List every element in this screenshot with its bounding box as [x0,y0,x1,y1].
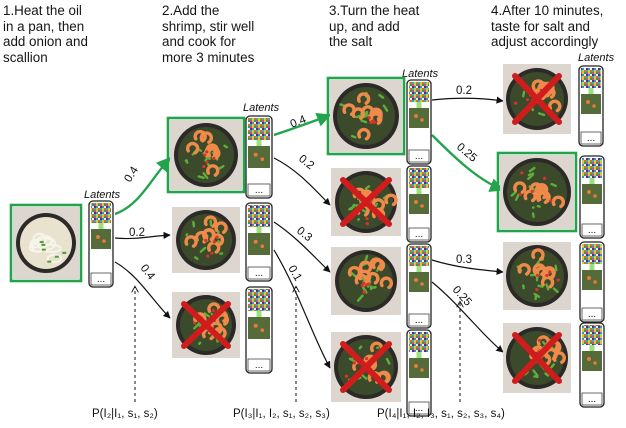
step-4-instruction: 4.After 10 minutes, taste for salt and a… [491,3,603,50]
edge-s3c-s4 [431,259,504,275]
latent-ellipsis: ... [255,360,263,371]
step-1-line: 1.Heat the oil [3,3,82,18]
weight-label: 0.25 [450,284,474,309]
red-x-mark [181,301,231,349]
latent-ellipsis: ... [415,403,423,414]
step-4-line: 4.After 10 minutes, [491,3,604,18]
edge-s3a-reject [431,96,504,104]
dish-image-step4-top [503,64,571,134]
red-x-mark [340,177,392,227]
weight-label: 0.3 [456,254,472,266]
selected-frame [496,151,578,233]
edge-s1-bot [114,261,171,319]
step-3-line: 3.Turn the heat [329,3,420,18]
red-x-mark [340,341,392,393]
edge-s3c-bot [431,281,504,353]
dish-image-step4-good [496,151,578,233]
selected-frame [9,203,83,283]
latent-ellipsis: ... [255,268,263,279]
latent-strip-step3-reject: ... [406,165,432,243]
latent-ellipsis: ... [588,225,596,236]
step-2-line: and cook for [162,34,236,50]
selected-frame [326,76,406,156]
weight-label: 0.4 [138,262,158,282]
probability-arrows [135,287,460,402]
latent-strip-step4-good: ... [579,155,605,239]
latent-ellipsis: ... [415,229,423,240]
weight-label: 0.2 [456,85,472,97]
step-3-instruction: 3.Turn the heat up, and add the salt [329,3,419,50]
edge-s1-top [114,156,171,216]
step-4-line: taste for salt and [491,18,590,34]
dish-image-step3-mid [331,247,401,315]
probability-formula-step2: P(I₂|I₁, s₁, s₂) [92,408,158,420]
latent-ellipsis: ... [415,315,423,326]
step-4-line: adjust accordingly [491,34,599,50]
connector-lines [114,96,505,369]
latent-strip-step2-top: ... [245,115,273,199]
dish-image-step4-mid [503,242,571,310]
step-1-line: add onion and [3,34,88,50]
latents-label-step2: Latents [243,102,280,114]
latent-strip-step1: ... [88,200,114,288]
latent-strip-step3-mid: ... [406,243,432,329]
dish-image-step3-bot [331,332,401,402]
step-2-line: shrimp, stir well [162,18,255,34]
step-1-line: in a pan, then [3,18,85,34]
step-1-instruction: 1.Heat the oil in a pan, then add onion … [3,3,88,65]
probability-formula-step3: P(I₃|I₁, I₂, s₁, s₂, s₃) [233,408,330,420]
edge-s1-mid [114,231,171,240]
latent-ellipsis: ... [587,133,595,144]
latent-ellipsis: ... [415,151,423,162]
latent-ellipsis: ... [255,185,263,196]
step-3-line: up, and add [329,18,400,34]
latent-strip-step2-mid: ... [245,202,273,282]
step-3-line: the salt [329,34,373,50]
red-x-mark [512,73,562,125]
dish-image-step2-top [166,116,246,194]
dish-image-step3-top [326,76,406,156]
step-1-line: scallion [3,49,48,65]
step-2-instruction: 2.Add the shrimp, stir well and cook for… [162,3,254,65]
edge-s2a-top [273,112,332,137]
latent-strip-step4-mid: ... [579,241,605,323]
step-2-line: 2.Add the [162,3,220,18]
latents-label-step4: Latents [578,52,615,64]
latent-strip-step3-bot: ... [406,329,432,417]
latent-ellipsis: ... [97,274,105,285]
latents-label-step3: Latents [402,68,439,80]
red-x-mark [512,332,562,384]
dish-image-step2-mid [172,207,240,273]
latent-strip-step4-top: ... [578,65,604,147]
weight-label: 0.1 [285,264,303,284]
dish-image-step3-reject [331,168,401,236]
edge-s3a-good [431,134,505,192]
weight-label: 0.2 [129,227,145,239]
edge-s2b-s3 [273,221,331,273]
selected-frame [166,116,246,194]
weight-label: 0.4 [122,164,141,184]
latent-strip-step2-bot: ... [245,286,273,374]
step-2-line: more 3 minutes [162,49,255,65]
edge-s2a-reject [273,157,331,206]
dish-image-step1 [9,203,83,283]
latent-strip-step4-bot: ... [579,322,605,408]
probability-formula-step4: P(I₄|I₁, I₂, I₃, s₁, s₂, s₃, s₄) [377,408,505,420]
edge-s2b-bot [273,249,331,369]
dish-image-step2-bot [172,292,240,358]
latent-ellipsis: ... [588,394,596,405]
dish-image-step4-bot [503,323,571,393]
weight-label: 0.4 [289,113,309,130]
image-nodes: .................................... [9,64,605,417]
latents-label-step1: Latents [84,189,121,201]
latent-strip-step3-top: ... [406,79,432,165]
weight-label: 0.2 [296,153,316,172]
latent-ellipsis: ... [588,309,596,320]
weight-label: 0.3 [294,225,314,244]
